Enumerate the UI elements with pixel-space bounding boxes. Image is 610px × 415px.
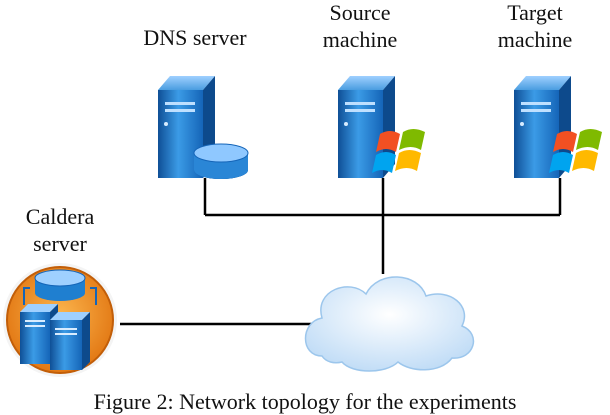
database-icon — [23, 269, 97, 305]
dns-server-icon — [158, 76, 249, 179]
database-icon — [193, 143, 249, 179]
server-tower-right — [50, 312, 90, 370]
target-machine-icon — [514, 76, 602, 178]
target-machine-label: Target machine — [497, 0, 573, 52]
windows-logo-icon — [372, 129, 425, 173]
windows-logo-icon — [549, 129, 602, 173]
figure-caption: Figure 2: Network topology for the exper… — [93, 389, 517, 414]
source-machine-icon — [338, 76, 425, 178]
caldera-server-icon — [3, 263, 117, 377]
network-cloud-icon — [304, 276, 475, 372]
dns-server-label: DNS server — [143, 25, 247, 50]
connection-lines — [120, 178, 562, 326]
source-machine-label: Source machine — [322, 0, 398, 52]
caldera-server-label: Caldera server — [25, 204, 95, 256]
